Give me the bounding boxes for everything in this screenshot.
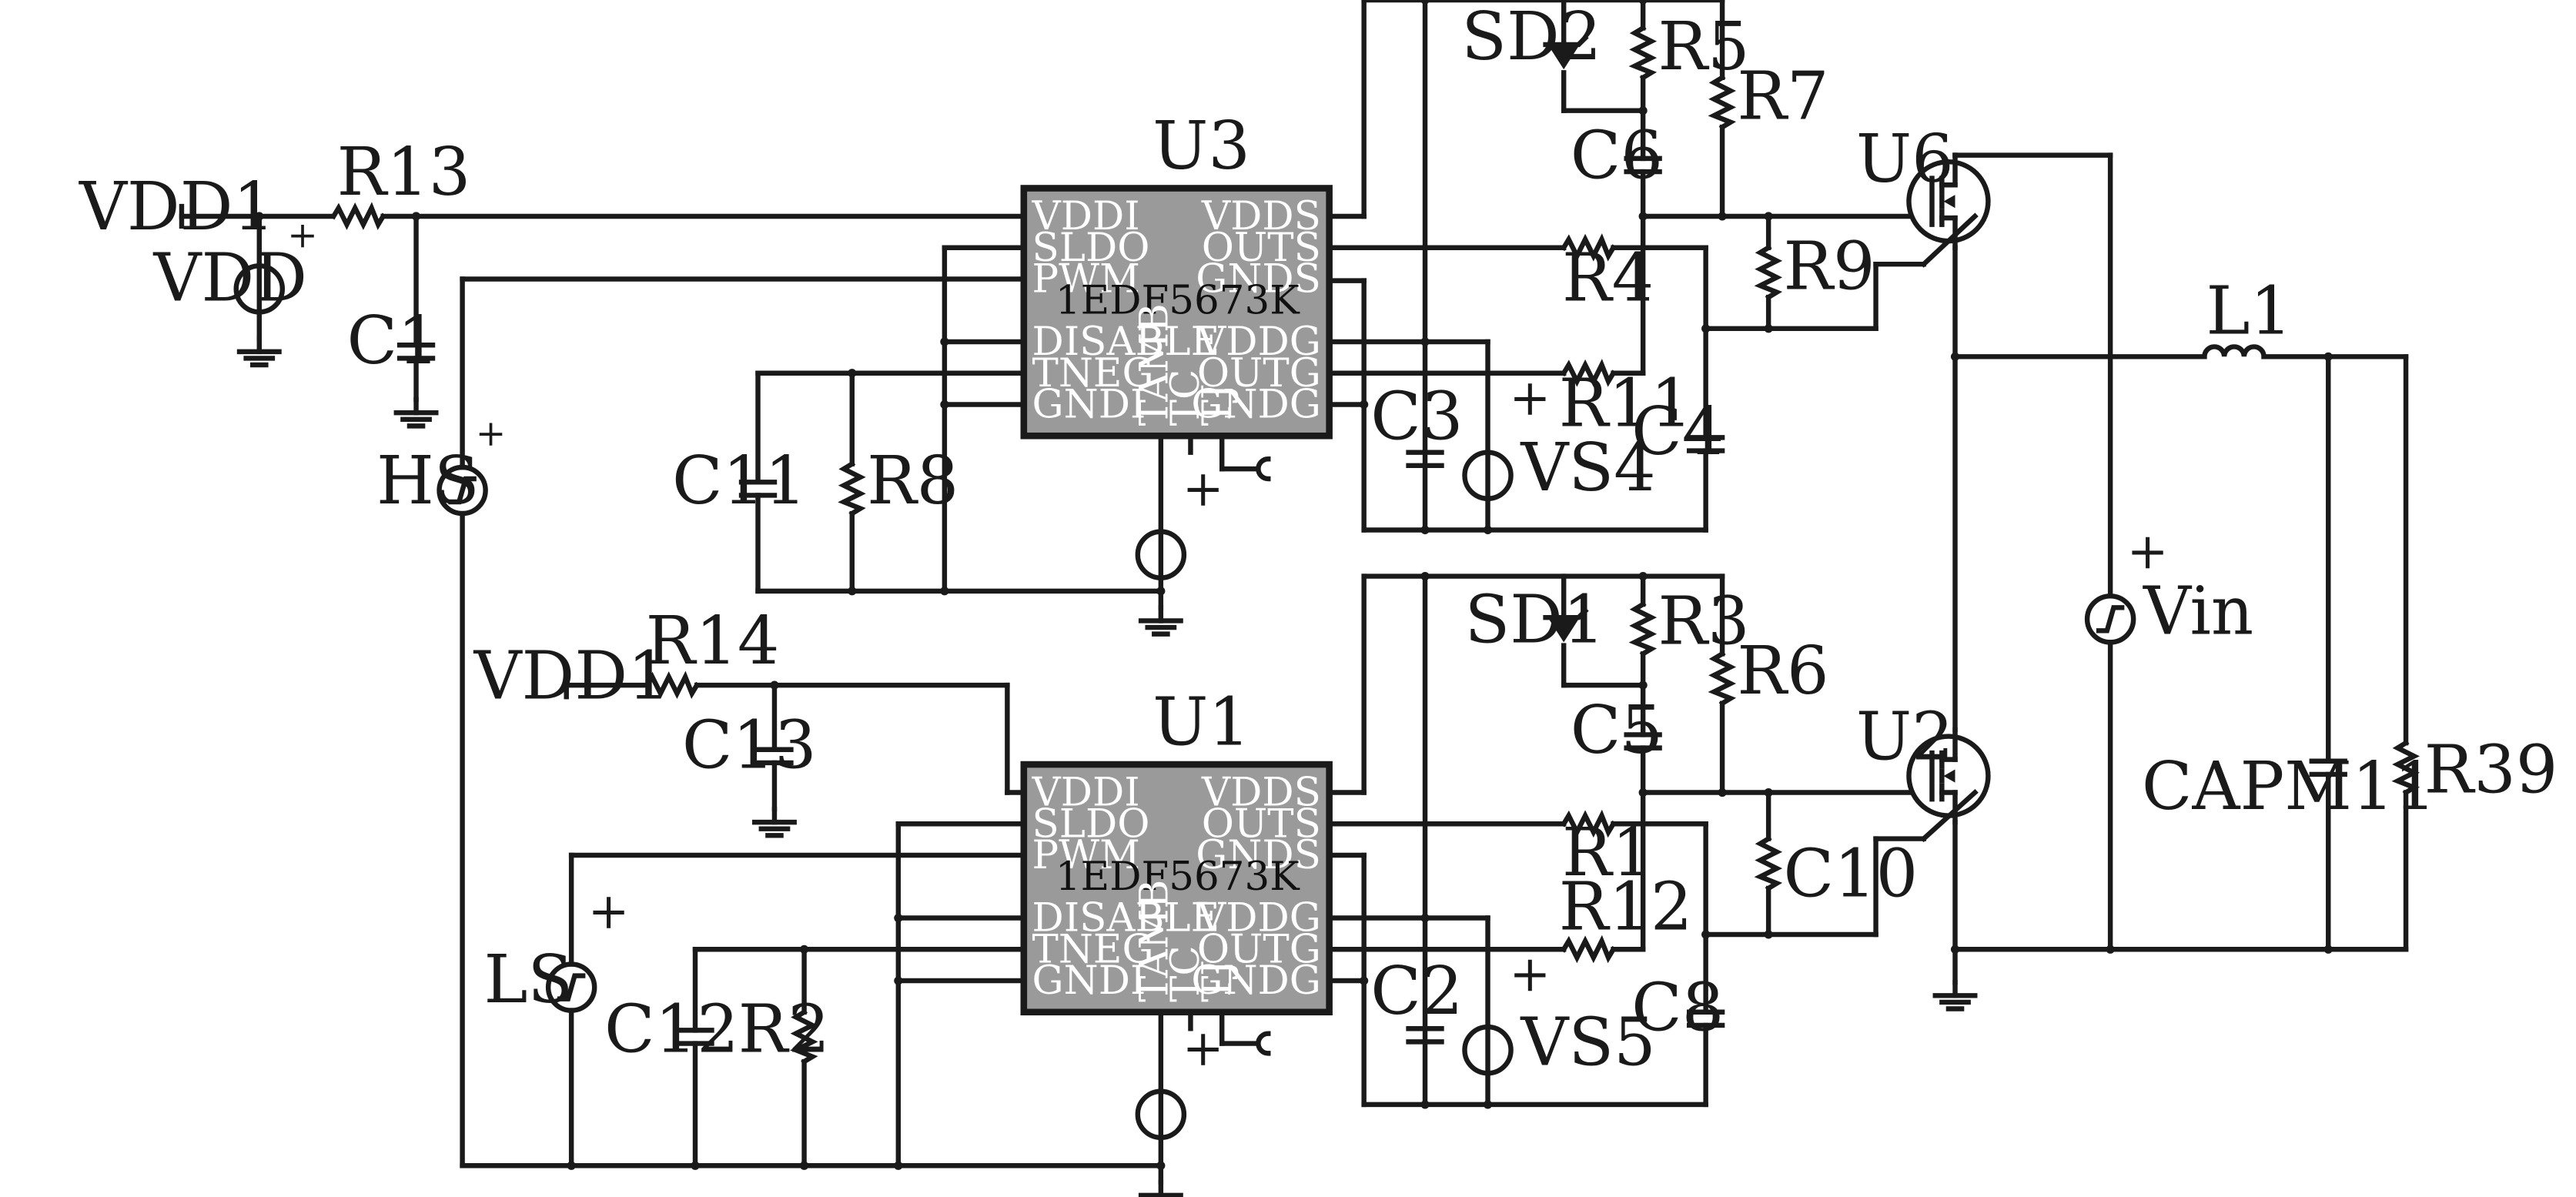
svg-text:PWM: PWM [1032, 256, 1140, 303]
svg-text:DISABLE: DISABLE [1032, 319, 1220, 365]
power-stage [1909, 152, 2414, 1009]
c2-label: C2 [1370, 953, 1463, 1030]
hs-plus-sign: + [476, 413, 507, 455]
top-input-network [179, 203, 1027, 1169]
svg-text:TAMB: TAMB [1131, 880, 1177, 1002]
svg-text:TC: TC [1163, 369, 1209, 426]
driver-u1: VDDI SLDO PWM DISABLE TNEG GNDI VDDS OUT… [1020, 761, 1333, 1016]
svg-text:SLDO: SLDO [1032, 225, 1150, 271]
top-driver-right-network [1326, 0, 1979, 535]
vdd1-top-label: VDD1 [79, 169, 275, 246]
r11-label: R11 [1559, 365, 1693, 442]
u1-label: U1 [1153, 684, 1250, 761]
u3-tamb-plus-sign: + [1183, 460, 1224, 517]
svg-text:TC: TC [1163, 945, 1209, 1002]
svg-text:DISABLE: DISABLE [1032, 895, 1220, 941]
r8-label: R8 [867, 443, 958, 520]
r13-label: R13 [337, 134, 471, 211]
vs4-plus-sign: + [1509, 369, 1551, 426]
vdd1-bottom-label: VDD1 [473, 637, 670, 714]
c13-label: C13 [682, 707, 817, 784]
svg-text:OUTG: OUTG [1197, 350, 1321, 396]
vdd-plus-sign: + [287, 215, 318, 257]
vs4-label: VS4 [1520, 430, 1655, 507]
svg-text:GNDS: GNDS [1196, 256, 1321, 303]
c5-label: C5 [1571, 692, 1663, 769]
svg-text:VDDI: VDDI [1032, 770, 1140, 816]
svg-text:OUTG: OUTG [1197, 926, 1321, 972]
vs5-plus-sign: + [1509, 945, 1551, 1003]
capm11-label: CAPM11 [2142, 748, 2436, 825]
r4-label: R4 [1562, 239, 1654, 316]
r1-label: R1 [1562, 814, 1654, 891]
svg-text:VDDG: VDDG [1196, 895, 1321, 941]
svg-text:GNDS: GNDS [1196, 832, 1321, 878]
c10-label: C10 [1783, 836, 1918, 913]
svg-text:OUTS: OUTS [1202, 225, 1321, 271]
l1-label: L1 [2206, 273, 2293, 349]
svg-text:GNDI: GNDI [1032, 958, 1146, 1004]
vin-plus-sign: + [2127, 523, 2169, 580]
r5-label: R5 [1658, 8, 1749, 85]
svg-text:VDDS: VDDS [1201, 770, 1321, 816]
c3-label: C3 [1370, 379, 1463, 456]
r7-label: R7 [1737, 58, 1828, 135]
bottom-driver-right-network [1326, 571, 1979, 1109]
hs-label: HS [376, 443, 480, 520]
r12-label: R12 [1559, 869, 1693, 946]
vin-label: Vin [2143, 573, 2253, 650]
svg-text:TNEG: TNEG [1032, 926, 1154, 972]
top-driver-left-network [741, 245, 1271, 634]
u6-label: U6 [1856, 121, 1954, 198]
r2-label: R2 [738, 991, 830, 1068]
svg-text:GNDG: GNDG [1191, 382, 1321, 428]
bottom-driver-left-network [679, 821, 1271, 1197]
ls-label: LS [483, 941, 573, 1018]
svg-text:TJ: TJ [1194, 960, 1240, 1002]
u1-tamb-plus-sign: + [1183, 1019, 1224, 1077]
r6-label: R6 [1737, 633, 1828, 710]
vs5-label: VS5 [1520, 1004, 1655, 1081]
svg-text:GNDG: GNDG [1191, 958, 1321, 1004]
c11-label: C11 [672, 443, 807, 520]
r9-label: R9 [1783, 228, 1875, 305]
sd1-label: SD1 [1464, 581, 1604, 658]
svg-text:OUTS: OUTS [1202, 801, 1321, 847]
c1-label: C1 [346, 303, 439, 379]
svg-text:SLDO: SLDO [1032, 801, 1150, 847]
svg-text:TNEG: TNEG [1032, 350, 1154, 396]
svg-text:TAMB: TAMB [1131, 303, 1177, 426]
u2-label: U2 [1856, 699, 1954, 776]
svg-text:GNDI: GNDI [1032, 382, 1146, 428]
svg-text:VDDS: VDDS [1201, 193, 1321, 239]
c6-label: C6 [1571, 118, 1663, 195]
u3-label: U3 [1153, 108, 1250, 185]
ls-plus-sign: + [588, 882, 630, 940]
vdd-source-label: VDD [153, 239, 308, 316]
svg-text:1EDF5673K: 1EDF5673K [1055, 278, 1300, 324]
c4-label: C4 [1631, 393, 1724, 470]
sd2-label: SD2 [1461, 0, 1601, 75]
svg-text:TJ: TJ [1194, 383, 1240, 426]
driver-u3: VDDI SLDO PWM DISABLE TNEG GNDI VDDS OUT… [1020, 185, 1333, 440]
svg-text:1EDF5673K: 1EDF5673K [1055, 854, 1300, 900]
svg-text:PWM: PWM [1032, 832, 1140, 878]
svg-text:VDDI: VDDI [1032, 193, 1140, 239]
r3-label: R3 [1658, 583, 1749, 660]
c12-label: C12 [604, 991, 739, 1068]
r14-label: R14 [646, 603, 780, 680]
r39-label: R39 [2424, 732, 2558, 809]
svg-text:VDDG: VDDG [1196, 319, 1321, 365]
c8-label: C8 [1631, 969, 1724, 1046]
